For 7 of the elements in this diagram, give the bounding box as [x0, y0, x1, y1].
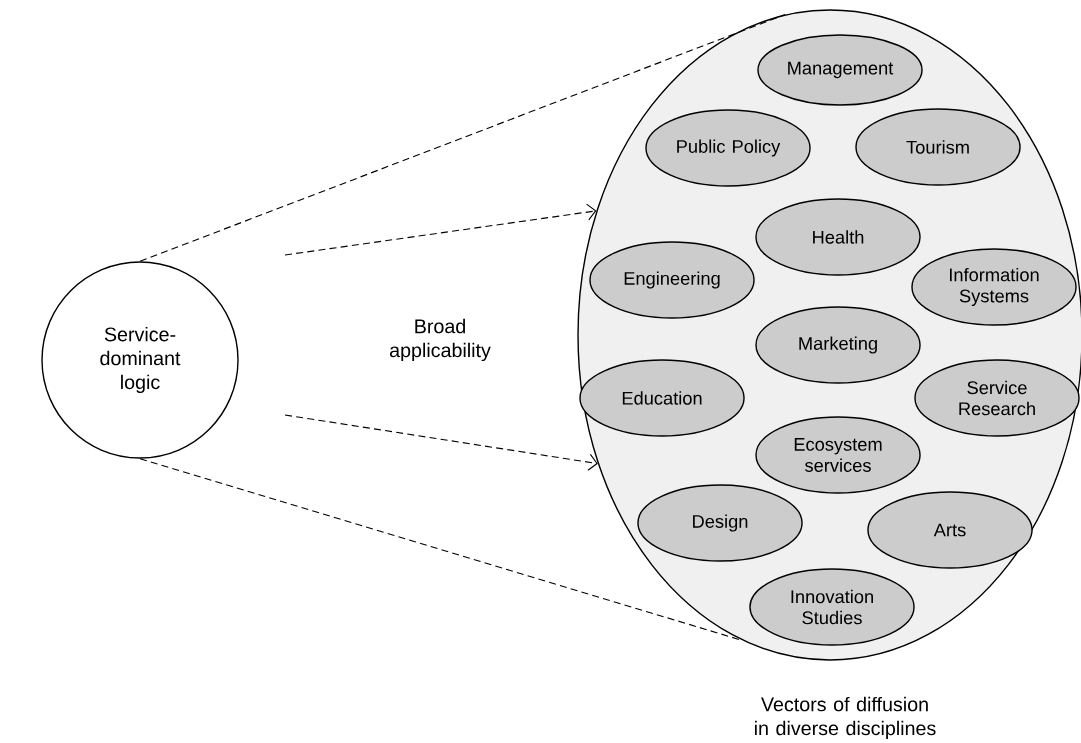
dashed-arrow — [284, 203, 597, 256]
circle-node: Service-dominant logic — [41, 261, 239, 459]
dashed-line — [139, 458, 743, 642]
dashed-line — [139, 13, 786, 262]
dashed-arrow — [284, 414, 598, 471]
node-label: Vectors of diffusion in diverse disciplines — [754, 696, 936, 740]
text-label: Broad applicability — [389, 318, 491, 362]
